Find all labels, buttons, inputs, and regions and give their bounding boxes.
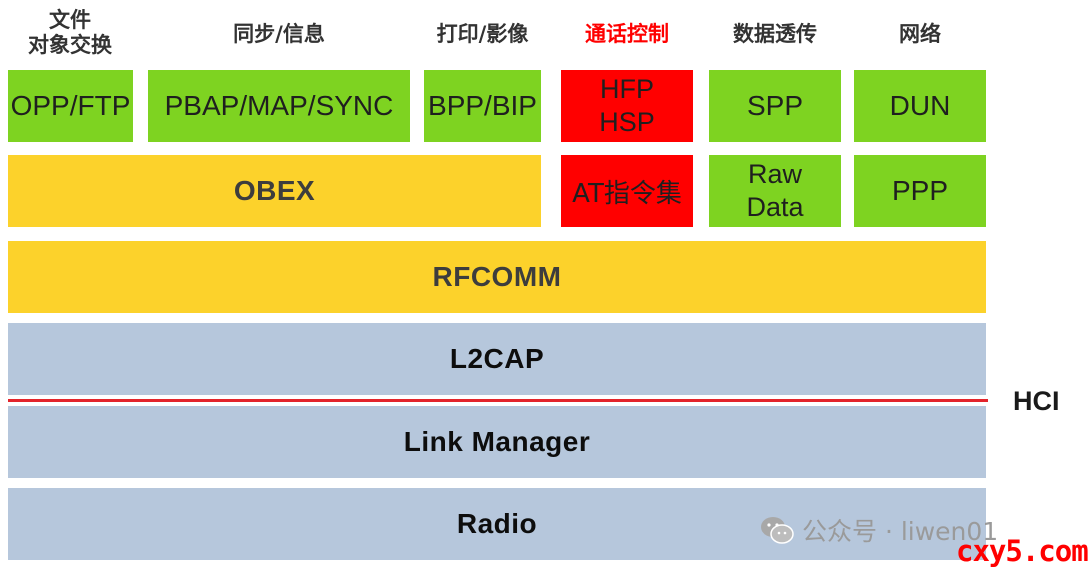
hci-label: HCI: [1013, 386, 1060, 416]
block-obex: OBEX: [8, 155, 541, 227]
hsp-label: HSP: [599, 107, 655, 137]
data-label: Data: [746, 192, 804, 222]
watermark-text: 公众号 · liwen01: [802, 517, 999, 546]
header-call-control: 通话控制: [585, 22, 669, 46]
block-opp-ftp: OPP/FTP: [8, 70, 133, 142]
header-data-transport: 数据透传: [733, 22, 817, 46]
block-bpp-bip: BPP/BIP: [424, 70, 541, 142]
block-raw-data: Raw Data: [709, 155, 841, 227]
watermark: 公众号 · liwen01: [760, 512, 998, 548]
block-dun: DUN: [854, 70, 986, 142]
block-radio: Radio: [8, 488, 986, 560]
raw-label: Raw: [747, 159, 802, 189]
wechat-icon: [761, 517, 794, 544]
hfp-label: HFP: [600, 74, 654, 104]
block-pbap-map-sync: PBAP/MAP/SYNC: [148, 70, 410, 142]
block-hfp-hsp: HFP HSP: [561, 70, 693, 142]
header-obj-line1: 文件: [49, 8, 91, 32]
hci-boundary-line: [8, 399, 988, 402]
block-ppp: PPP: [854, 155, 986, 227]
block-spp: SPP: [709, 70, 841, 142]
block-at-commands: AT指令集: [561, 155, 693, 227]
header-file-object-exchange: 文件 对象交换: [10, 8, 130, 58]
header-print-image: 打印/影像: [436, 22, 529, 46]
header-sync-info: 同步/信息: [233, 22, 325, 46]
header-obj-line2: 对象交换: [28, 33, 112, 57]
header-network: 网络: [899, 22, 941, 46]
block-l2cap: L2CAP: [8, 323, 986, 395]
site-watermark: cxy5.com: [956, 534, 1088, 568]
block-rfcomm: RFCOMM: [8, 241, 986, 313]
block-link-manager: Link Manager: [8, 406, 986, 478]
